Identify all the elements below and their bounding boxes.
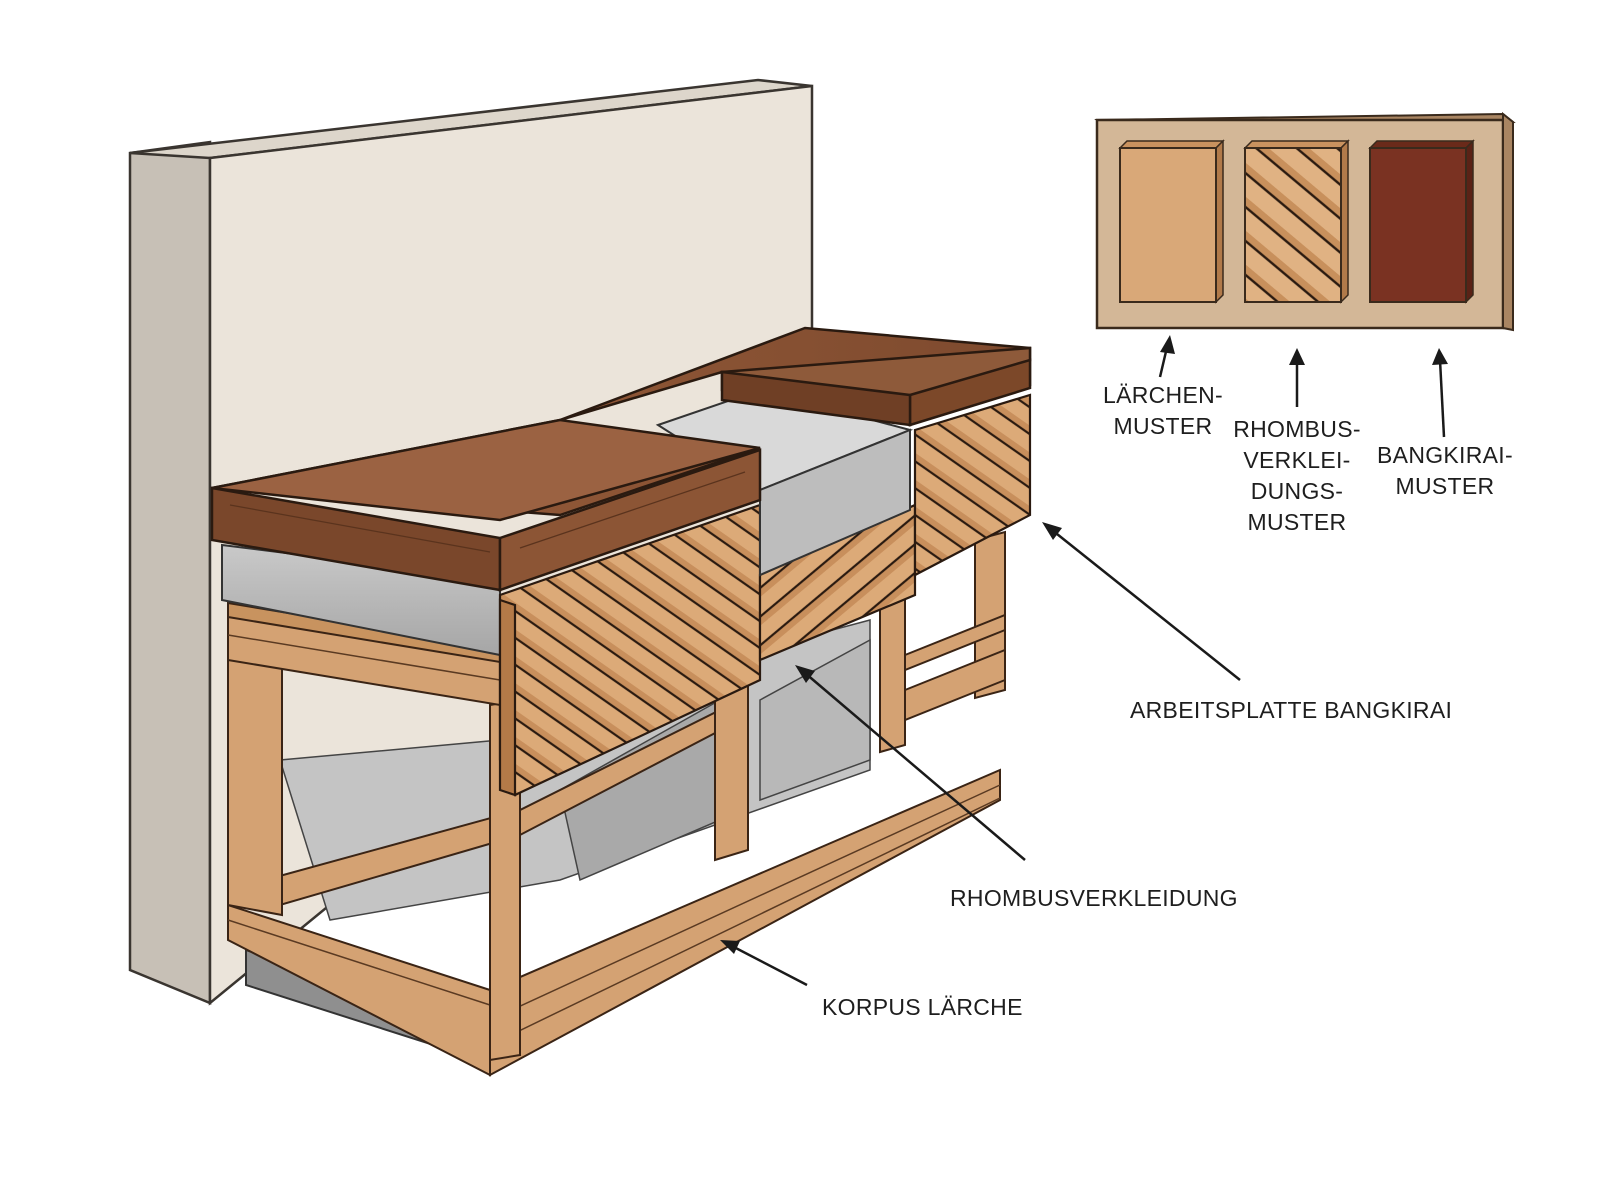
rhombus-sample — [1245, 141, 1348, 302]
sample-label-line: VERKLEI- — [1243, 447, 1350, 473]
worktop-label: ARBEITSPLATTE BANGKIRAI — [1130, 697, 1452, 723]
sample-label-line: MUSTER — [1396, 473, 1495, 499]
sample-label-line: RHOMBUS- — [1233, 416, 1361, 442]
sample-label-line: MUSTER — [1114, 413, 1213, 439]
sample-board — [1097, 114, 1513, 330]
sample-label-line: MUSTER — [1248, 509, 1347, 535]
sample-label-line: LÄRCHEN- — [1103, 382, 1223, 408]
sample-label: LÄRCHEN- MUSTER — [1103, 382, 1223, 439]
bangkirai-sample — [1370, 141, 1473, 302]
sample-label-line: BANGKIRAI- — [1377, 442, 1513, 468]
larch-sample — [1120, 141, 1223, 302]
sample-label: RHOMBUS- VERKLEI- DUNGS- MUSTER — [1233, 416, 1361, 535]
cladding-label: RHOMBUSVERKLEIDUNG — [950, 885, 1238, 911]
sample-labels: LÄRCHEN- MUSTER RHOMBUS- VERKLEI- DUNGS- MUST… — [1103, 382, 1513, 535]
sample-label-line: DUNGS- — [1251, 478, 1344, 504]
carcass-label: KORPUS LÄRCHE — [822, 994, 1023, 1020]
sample-label: BANGKIRAI- MUSTER — [1377, 442, 1513, 499]
